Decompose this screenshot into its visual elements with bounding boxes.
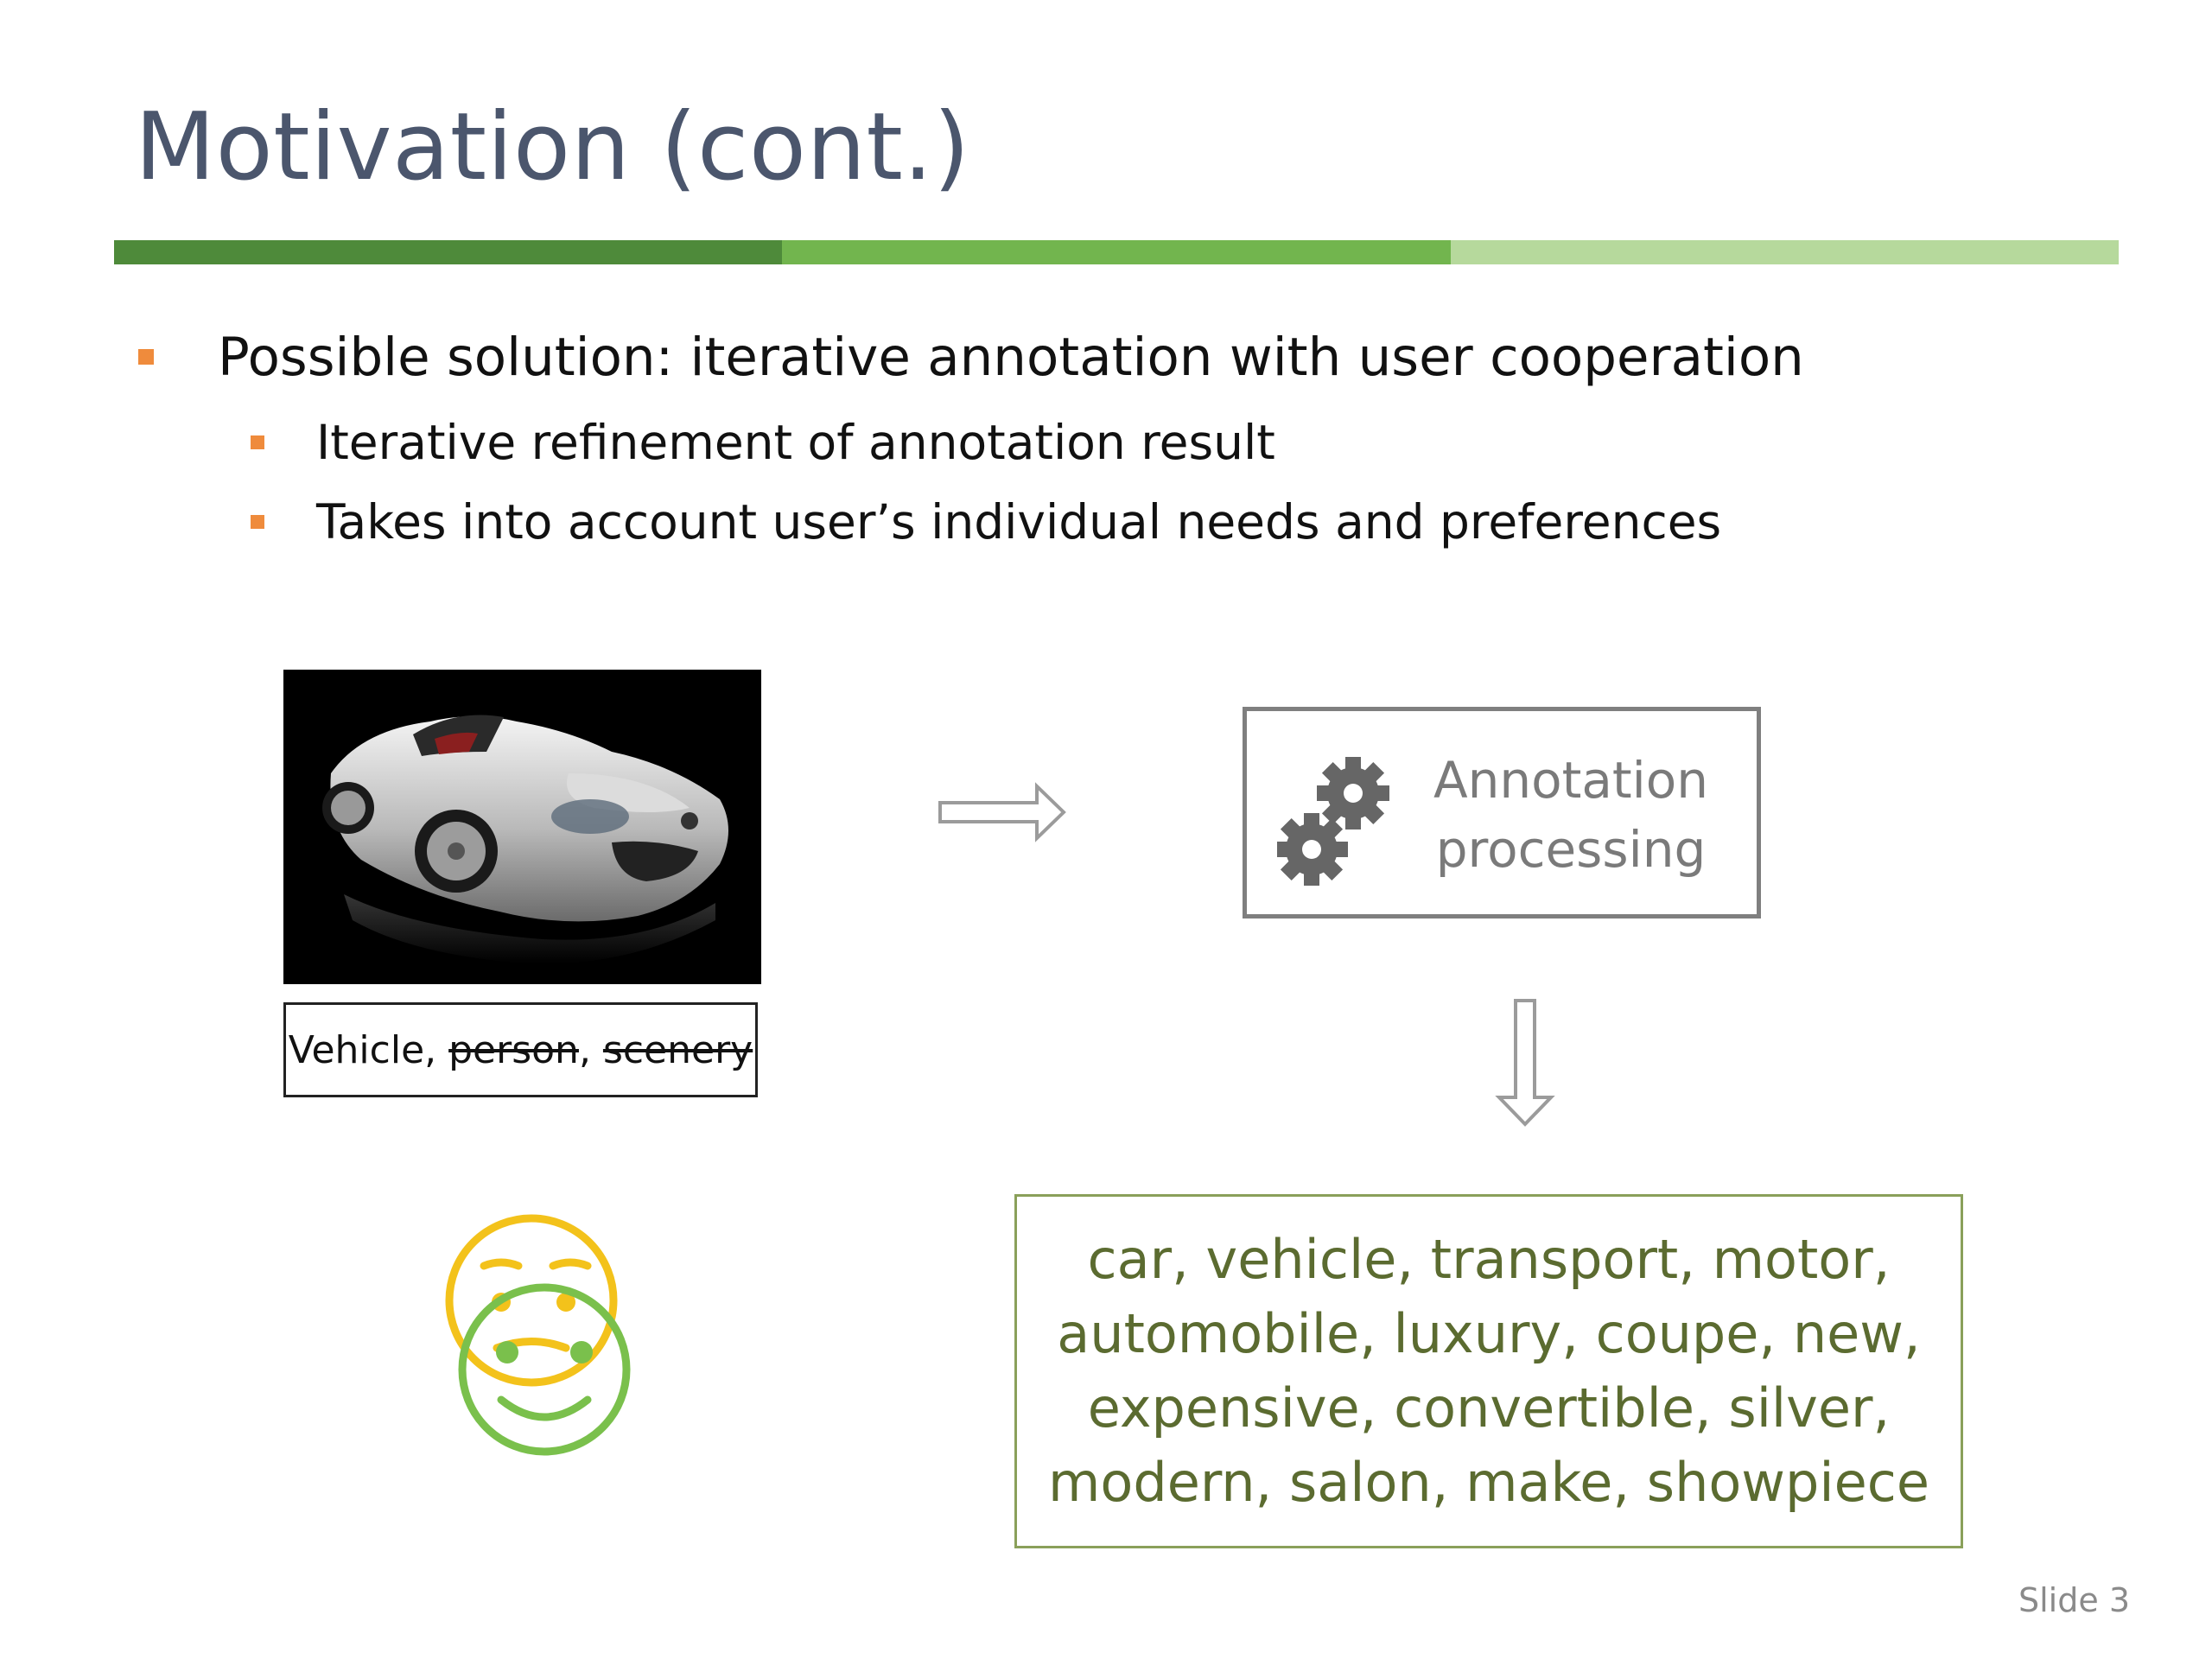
process-label-line1: Annotation	[1433, 751, 1709, 810]
result-line: car, vehicle, transport, motor,	[1087, 1228, 1891, 1291]
process-label: Annotation processing	[1411, 746, 1731, 884]
annotation-processing-box: Annotation processing	[1243, 707, 1761, 918]
bullet-square-icon	[138, 349, 154, 365]
title-bar-segment-mid	[782, 240, 1451, 264]
bullet-square-icon	[251, 435, 264, 449]
tag-struck: scenery	[602, 1027, 753, 1072]
title-bar-segment-light	[1450, 240, 2119, 264]
gears-icon	[1277, 757, 1389, 886]
arrow-down-icon	[1495, 999, 1555, 1127]
arrow-right-icon	[938, 782, 1066, 842]
title-underline-bar	[114, 240, 2119, 264]
tag-kept: Vehicle	[288, 1027, 425, 1072]
tag-label-box: Vehicle, person, scenery	[283, 1002, 758, 1097]
slide-title: Motivation (cont.)	[135, 93, 970, 201]
title-bar-segment-dark	[114, 240, 783, 264]
tag-struck: person	[448, 1027, 579, 1072]
result-line: automobile, luxury, coupe, new,	[1057, 1302, 1921, 1365]
sad-to-happy-smiley-icon	[445, 1214, 631, 1456]
car-photo	[283, 670, 761, 984]
result-line: expensive, convertible, silver,	[1087, 1376, 1891, 1440]
slide-number: Slide 3	[2018, 1581, 2130, 1619]
annotation-result-text: car, vehicle, transport, motor, automobi…	[1048, 1223, 1929, 1520]
bullet-text: Iterative refinement of annotation resul…	[316, 415, 1275, 470]
car-illustration-icon	[283, 670, 761, 984]
result-line: modern, salon, make, showpiece	[1048, 1451, 1929, 1514]
annotation-result-box: car, vehicle, transport, motor, automobi…	[1014, 1194, 1963, 1548]
bullet-square-icon	[251, 515, 264, 529]
bullet-text: Possible solution: iterative annotation …	[218, 327, 1804, 388]
bullet-text: Takes into account user’s individual nee…	[316, 494, 1722, 550]
process-label-line2: processing	[1435, 820, 1707, 879]
